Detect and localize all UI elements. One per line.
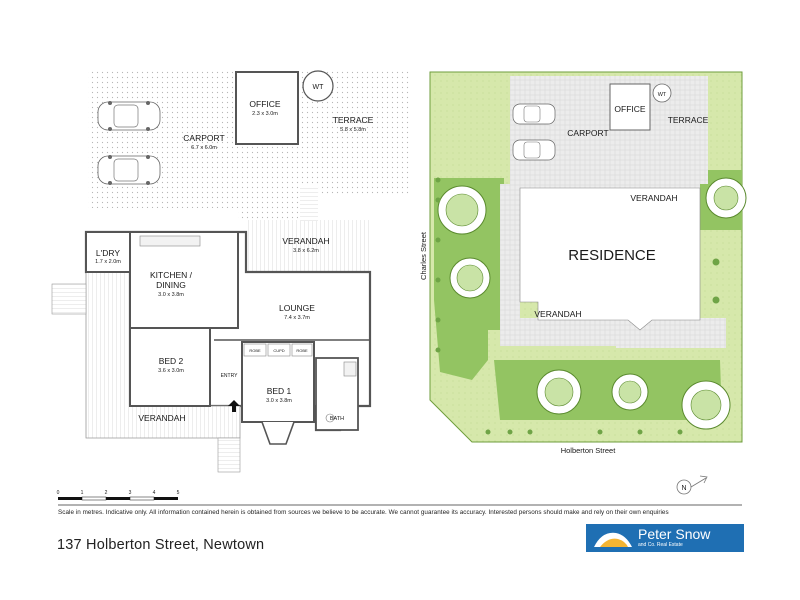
room-dims: 3.0 x 3.8m [266, 398, 292, 404]
room-dims: 1.7 x 2.0m [95, 259, 121, 265]
north-arrow-icon: N [676, 475, 708, 495]
cupboard-label: ROBE [249, 348, 261, 353]
disclaimer-text: Scale in metres. Indicative only. All in… [58, 509, 669, 516]
tree-icon [449, 257, 491, 299]
scale-tick: 5 [177, 490, 180, 496]
car-icon [97, 154, 161, 186]
site-plan [429, 71, 747, 443]
verandah-top-label: VERANDAH [630, 193, 677, 203]
floor-plan-labels: OFFICE 2.3 x 3.0m WT CARPORT 6.7 x 6.0m … [95, 84, 373, 423]
room-dims: 3.0 x 3.8m [158, 292, 184, 298]
tree-icon [681, 380, 731, 430]
upper-paving [510, 76, 708, 184]
front-street-label: Holberton Street [561, 446, 617, 455]
room-dims: 2.3 x 3.0m [252, 111, 278, 117]
scale-tick: 4 [153, 490, 156, 496]
room-dims: 5.8 x 5.8m [340, 127, 366, 133]
terrace-label: TERRACE [668, 115, 709, 125]
room-name: ENTRY [221, 373, 239, 379]
cupd-cupboard [267, 343, 291, 357]
room-name: LOUNGE [279, 303, 315, 313]
tree-icon [536, 369, 582, 415]
kitchen-room [129, 231, 239, 329]
bay-window [261, 421, 295, 445]
car-icon [512, 103, 556, 125]
room-name: TERRACE [333, 115, 374, 125]
water-tank-icon [302, 70, 334, 102]
residence-label: RESIDENCE [568, 247, 656, 264]
scale-tick: 1 [81, 490, 84, 496]
logo-name: Peter Snow [638, 526, 711, 542]
floor-plan [51, 70, 410, 473]
north-label: N [681, 485, 686, 492]
tree-icon [705, 177, 747, 219]
scale-tick: 2 [105, 490, 108, 496]
residence-footprint [519, 187, 701, 331]
steps [300, 185, 318, 221]
room-name: VERANDAH [138, 413, 185, 423]
cupboard-label: ROBE [296, 348, 308, 353]
water-tank-icon [652, 83, 672, 103]
tree-icon [437, 185, 487, 235]
kitchen-bench [139, 235, 201, 247]
room-dims: 7.4 x 3.7m [284, 315, 310, 321]
side-steps [51, 283, 87, 315]
room-dims: 6.7 x 6.0m [191, 145, 217, 151]
front-steps [217, 437, 241, 473]
room-name: WT [313, 84, 325, 91]
bed2-room [129, 327, 211, 407]
office-building [609, 83, 651, 131]
scale-tick: 0 [57, 490, 60, 496]
scale-bar: 0 1 2 3 4 5 [57, 490, 180, 501]
site-plan-labels: OFFICE WT CARPORT TERRACE VERANDAH RESID… [419, 92, 709, 495]
tree-icon [611, 373, 649, 411]
office-room [235, 71, 299, 145]
room-name: BED 2 [159, 356, 184, 366]
shrub-row [435, 177, 720, 435]
carport-label: CARPORT [567, 128, 608, 138]
room-name: KITCHEN / [150, 270, 193, 280]
car-icon [512, 139, 556, 161]
agency-logo: Peter Snow and Co. Real Estate [586, 524, 744, 552]
verandah-deck [246, 220, 370, 272]
room-name: VERANDAH [282, 236, 329, 246]
room-name: BED 1 [267, 386, 292, 396]
wt-label: WT [658, 92, 667, 98]
robe-cupboard [243, 343, 267, 357]
room-name: L'DRY [96, 248, 120, 258]
logo-mark-icon [594, 532, 632, 547]
room-name: DINING [156, 280, 186, 290]
room-name: BATH [330, 416, 344, 422]
robe-cupboard [291, 343, 313, 357]
scale-tick: 3 [129, 490, 132, 496]
verandah-bottom-label: VERANDAH [534, 309, 581, 319]
property-address: 137 Holberton Street, Newtown [57, 537, 265, 553]
room-name: OFFICE [249, 99, 280, 109]
car-icon [97, 100, 161, 132]
cupboard-label: CUPD [273, 348, 284, 353]
entry-arrow-icon [228, 400, 240, 412]
logo-subtitle: and Co. Real Estate [638, 542, 683, 548]
side-street-label: Charles Street [419, 231, 428, 280]
room-name: CARPORT [183, 133, 224, 143]
room-dims: 3.8 x 6.2m [293, 248, 319, 254]
room-dims: 3.6 x 3.0m [158, 368, 184, 374]
office-label: OFFICE [614, 104, 645, 114]
